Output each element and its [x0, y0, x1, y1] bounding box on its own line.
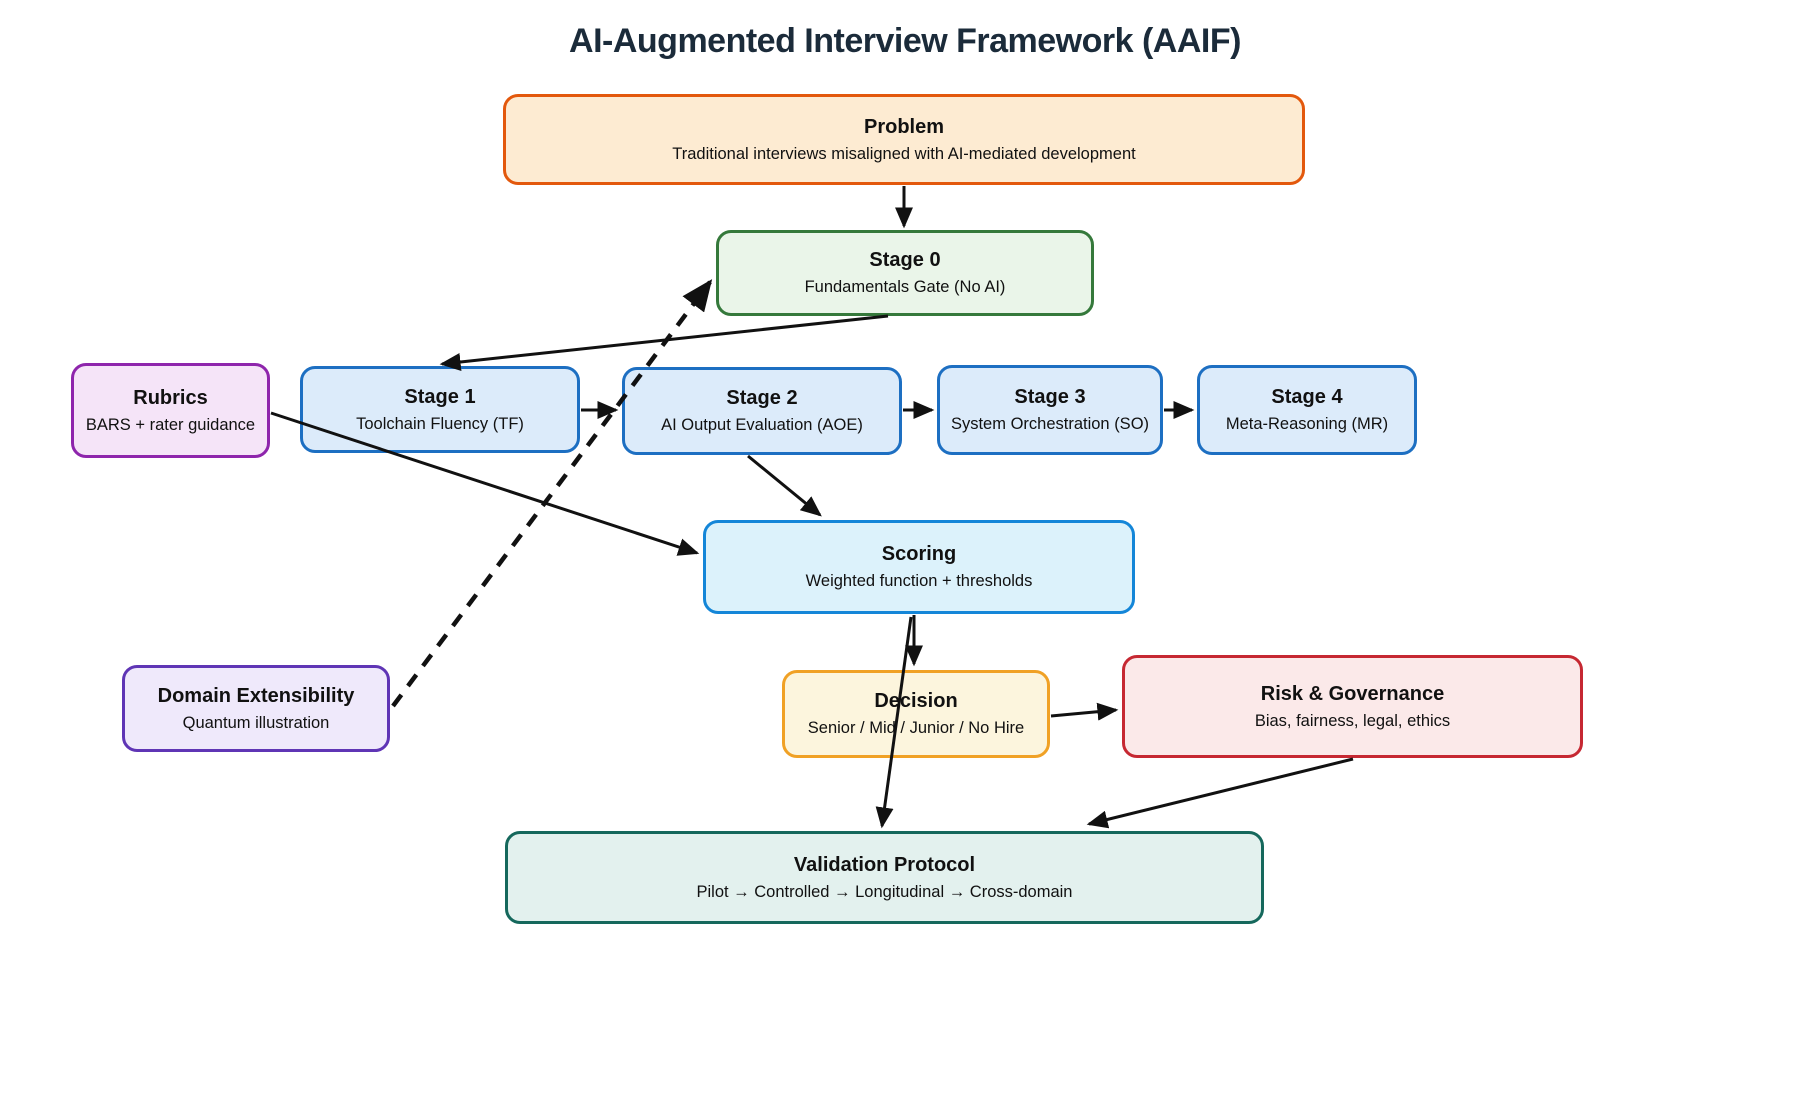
page-title: AI-Augmented Interview Framework (AAIF) [569, 22, 1241, 60]
node-risk-subtitle: Bias, fairness, legal, ethics [1254, 711, 1451, 730]
node-stage0: Stage 0 Fundamentals Gate (No AI) [716, 230, 1094, 316]
node-rubrics-subtitle: BARS + rater guidance [85, 415, 256, 434]
node-stage0-title: Stage 0 [869, 249, 941, 272]
node-stage4-subtitle: Meta-Reasoning (MR) [1225, 415, 1389, 434]
node-problem-subtitle: Traditional interviews misaligned with A… [672, 144, 1136, 163]
node-decision-subtitle: Senior / Mid / Junior / No Hire [807, 719, 1025, 738]
node-stage3-subtitle: System Orchestration (SO) [950, 415, 1150, 434]
node-stage2-title: Stage 2 [726, 387, 798, 410]
node-stage3-title: Stage 3 [1014, 386, 1086, 409]
node-stage0-subtitle: Fundamentals Gate (No AI) [804, 278, 1006, 297]
node-stage1-title: Stage 1 [404, 385, 476, 408]
node-validation-title: Validation Protocol [793, 853, 976, 876]
node-domain-subtitle: Quantum illustration [182, 713, 330, 732]
edge-decision-risk [1050, 702, 1119, 721]
node-stage2-subtitle: AI Output Evaluation (AOE) [661, 416, 863, 435]
edge-risk-validation [1086, 757, 1354, 829]
node-risk-title: Risk & Governance [1260, 682, 1445, 705]
edge-stage2-scoring [747, 454, 822, 517]
node-domain-title: Domain Extensibility [157, 684, 355, 707]
node-scoring-subtitle: Weighted function + thresholds [805, 572, 1033, 591]
node-decision-title: Decision [874, 690, 958, 713]
node-stage4: Stage 4 Meta-Reasoning (MR) [1197, 365, 1417, 455]
edge-stage0-stage1 [439, 314, 889, 371]
node-stage4-title: Stage 4 [1271, 386, 1343, 409]
node-problem-title: Problem [863, 115, 945, 138]
node-stage1: Stage 1 Toolchain Fluency (TF) [300, 366, 580, 453]
node-stage2: Stage 2 AI Output Evaluation (AOE) [622, 367, 902, 455]
node-stage1-subtitle: Toolchain Fluency (TF) [356, 414, 524, 433]
edge-domain-stage0 [391, 279, 713, 708]
node-scoring-title: Scoring [881, 543, 957, 566]
node-stage3: Stage 3 System Orchestration (SO) [937, 365, 1163, 455]
node-rubrics-title: Rubrics [133, 386, 208, 409]
node-validation-subtitle: Pilot → Controlled → Longitudinal → Cros… [696, 882, 1073, 901]
